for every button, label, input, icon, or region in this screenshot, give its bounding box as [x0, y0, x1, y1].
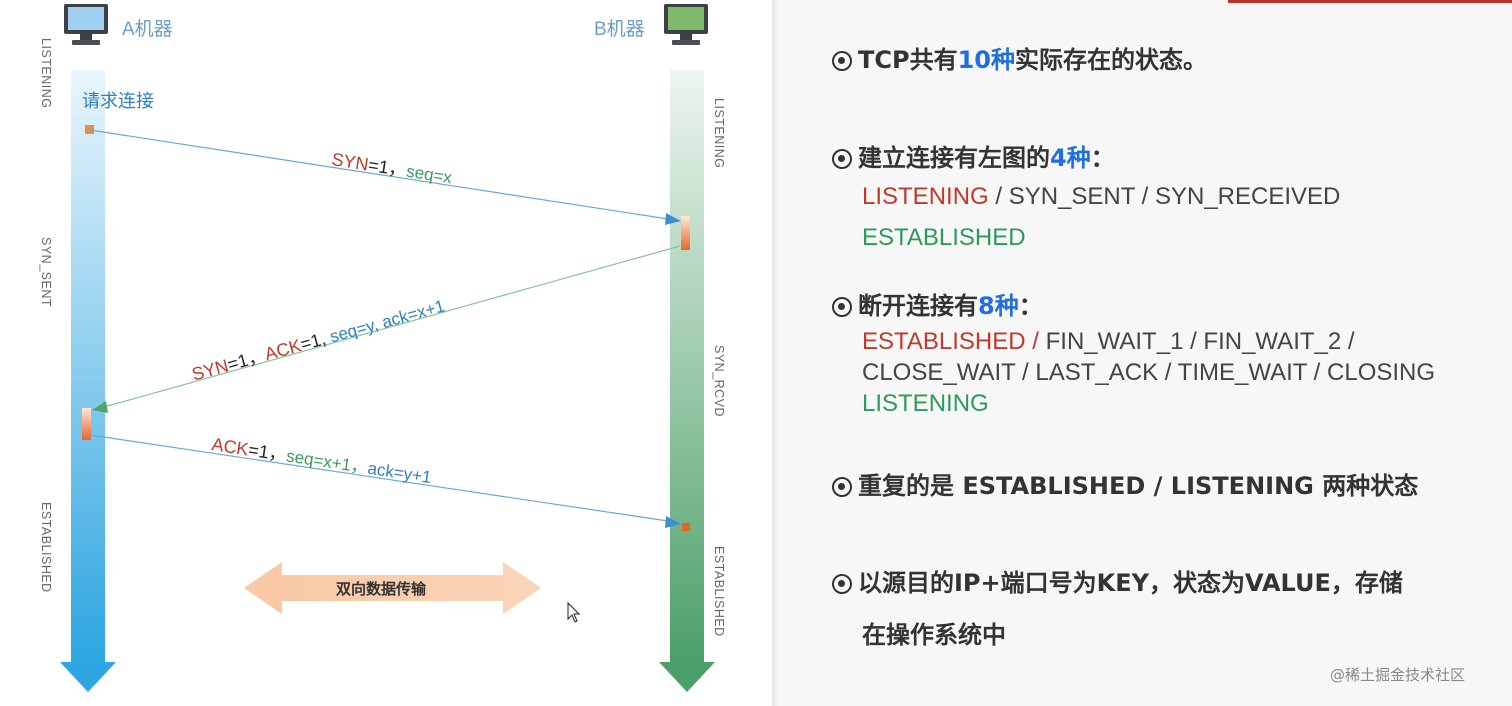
ack-received-marker	[682, 523, 690, 531]
syn-arrow	[89, 129, 681, 225]
bullet-icon	[832, 51, 852, 71]
syn-received-marker	[681, 216, 690, 250]
state-a-listening: LISTENING	[39, 38, 53, 109]
syn-send-marker	[85, 125, 94, 134]
syn-ack-arrow	[92, 245, 681, 413]
synack-received-marker	[82, 408, 91, 440]
disconnect-states-list-3: LISTENING	[862, 390, 989, 417]
notes-panel	[778, 0, 1512, 706]
note-total-states: TCP共有10种实际存在的状态。	[832, 40, 1207, 75]
handshake-diagram-panel: A机器 B机器 LISTENING SYN_SENT ESTABLISHED L…	[39, 4, 726, 692]
panel-divider	[772, 0, 778, 706]
bullet-icon	[832, 477, 852, 497]
note-connect-states: 建立连接有左图的4种：	[832, 138, 1115, 173]
bullet-icon	[832, 297, 852, 317]
state-b-syn-rcvd: SYN_RCVD	[712, 345, 726, 418]
data-transfer-label: 双向数据传输	[336, 580, 427, 598]
connect-states-list-1: LISTENING / SYN_SENT / SYN_RECEIVED	[862, 183, 1341, 210]
watermark: @稀土掘金技术社区	[1330, 666, 1466, 684]
machine-b-timeline	[659, 70, 715, 692]
connect-states-list-2: ESTABLISHED	[862, 224, 1026, 251]
note-repeated-states: 重复的是 ESTABLISHED / LISTENING 两种状态	[832, 466, 1418, 501]
data-transfer-arrow	[244, 562, 541, 614]
disconnect-states-list-1: ESTABLISHED / FIN_WAIT_1 / FIN_WAIT_2 /	[862, 328, 1355, 355]
monitor-icon-a	[64, 4, 108, 45]
bullet-icon	[832, 574, 852, 594]
bullet-icon	[832, 149, 852, 169]
ack-arrow	[89, 434, 681, 528]
handshake-diagram	[60, 4, 715, 692]
machine-b-label: B机器	[594, 19, 645, 40]
state-b-listening: LISTENING	[712, 98, 726, 169]
disconnect-states-list-2: CLOSE_WAIT / LAST_ACK / TIME_WAIT / CLOS…	[862, 359, 1436, 386]
top-accent-bar	[1228, 0, 1512, 3]
request-connection-label: 请求连接	[82, 91, 154, 112]
state-b-established: ESTABLISHED	[712, 546, 726, 637]
note-storage-cont: 在操作系统中	[862, 621, 1006, 649]
machine-a-label: A机器	[122, 19, 173, 40]
cursor-icon	[567, 601, 581, 623]
state-a-established: ESTABLISHED	[39, 502, 53, 593]
note-disconnect-states: 断开连接有8种：	[832, 286, 1043, 321]
note-storage: 以源目的IP+端口号为KEY，状态为VALUE，存储	[832, 563, 1403, 598]
monitor-icon-b	[664, 4, 708, 45]
state-a-syn-sent: SYN_SENT	[39, 237, 53, 307]
machine-a-timeline	[60, 70, 116, 692]
